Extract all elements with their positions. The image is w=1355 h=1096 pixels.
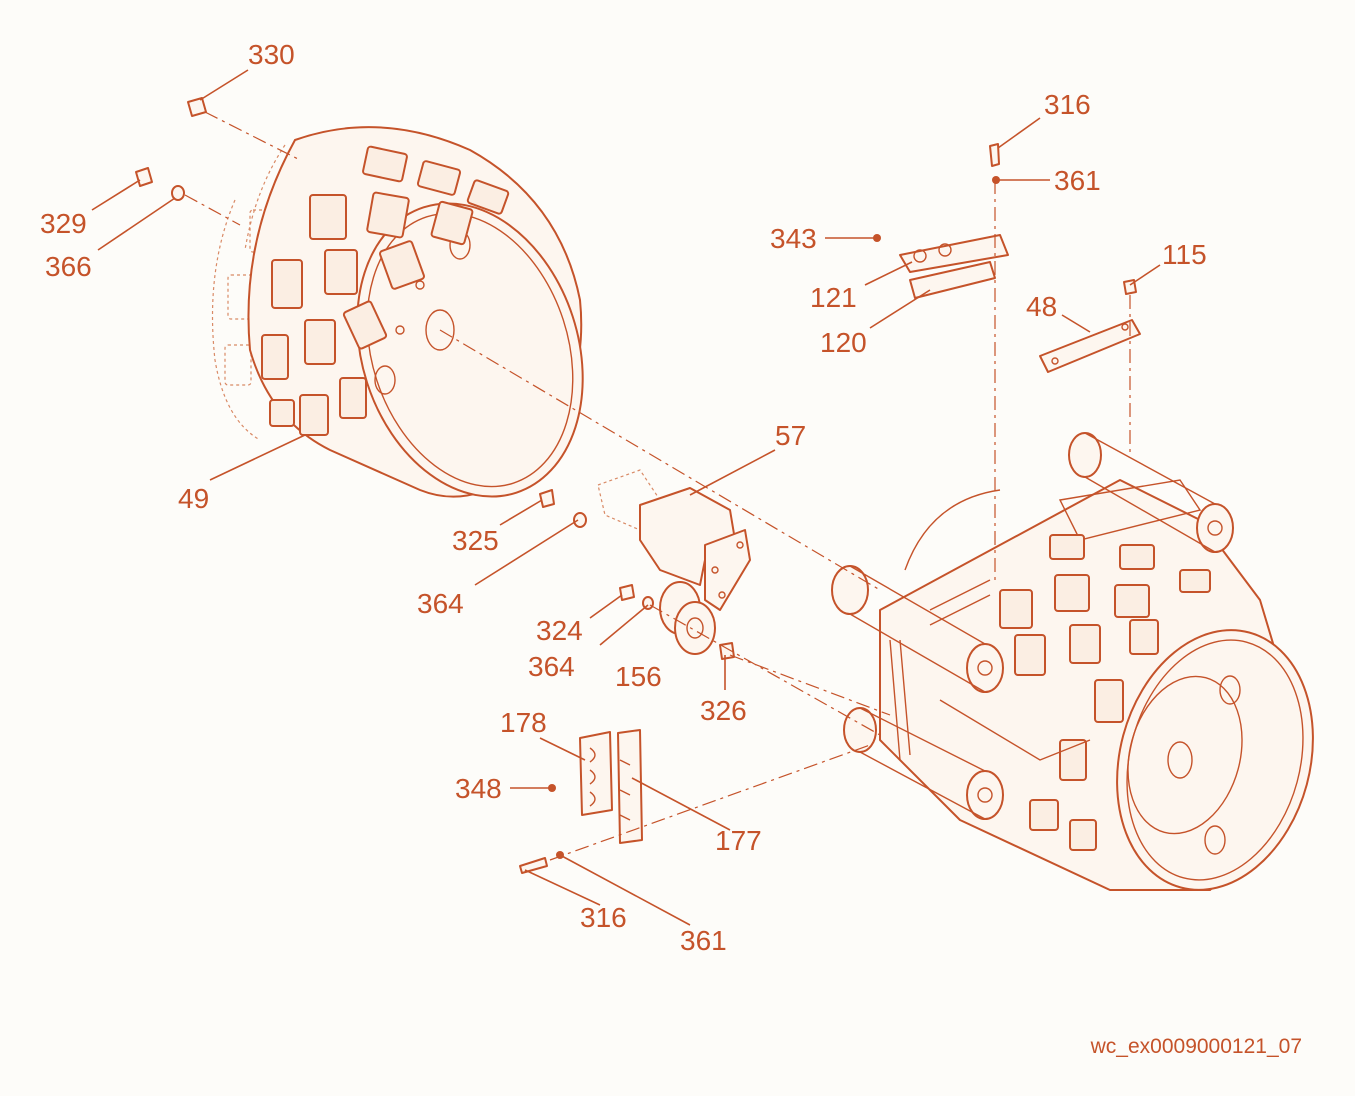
label-156: 156 xyxy=(615,661,662,692)
label-330: 330 xyxy=(248,39,295,70)
label-316-bottom: 316 xyxy=(580,902,627,933)
point-343 xyxy=(873,234,881,242)
assembly-lines xyxy=(184,111,1131,861)
label-177: 177 xyxy=(715,825,762,856)
label-364-upper: 364 xyxy=(417,588,464,619)
fasteners xyxy=(135,97,1137,874)
label-329: 329 xyxy=(40,208,87,239)
label-361-bottom: 361 xyxy=(680,925,727,956)
roller-drum-49 xyxy=(211,126,584,498)
roller-156 xyxy=(659,581,716,655)
plate-48 xyxy=(1039,319,1141,373)
roller-housing-assembly xyxy=(831,432,1314,891)
point-348 xyxy=(548,784,556,792)
label-343: 343 xyxy=(770,223,817,254)
label-178: 178 xyxy=(500,707,547,738)
label-324: 324 xyxy=(536,615,583,646)
label-48: 48 xyxy=(1026,291,1057,322)
label-121: 121 xyxy=(810,282,857,313)
label-49: 49 xyxy=(178,483,209,514)
label-326: 326 xyxy=(700,695,747,726)
bracket-57 xyxy=(597,469,751,611)
label-120: 120 xyxy=(820,327,867,358)
point-361b xyxy=(556,851,564,859)
label-316-top: 316 xyxy=(1044,89,1091,120)
label-115: 115 xyxy=(1162,239,1207,270)
diagram-reference-code: wc_ex0009000121_07 xyxy=(1090,1035,1302,1058)
label-57: 57 xyxy=(775,420,806,451)
label-364-lower: 364 xyxy=(528,651,575,682)
clamp-121-120 xyxy=(899,234,1009,299)
label-325: 325 xyxy=(452,525,499,556)
point-361a xyxy=(992,176,1000,184)
leader-lines xyxy=(91,69,1161,926)
label-361-top: 361 xyxy=(1054,165,1101,196)
label-348: 348 xyxy=(455,773,502,804)
clamp-178-177 xyxy=(579,729,643,844)
label-366: 366 xyxy=(45,251,92,282)
